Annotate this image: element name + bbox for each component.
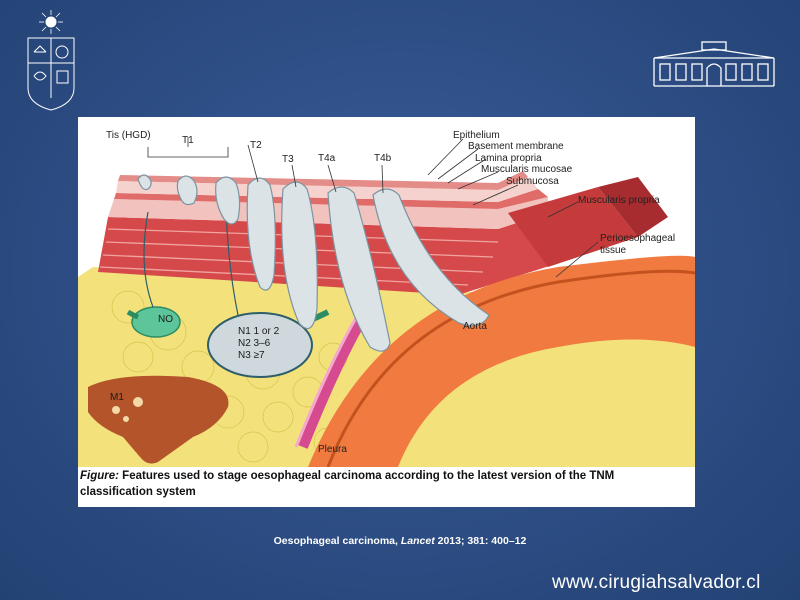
label-t1: T1	[182, 135, 194, 146]
node-n0	[131, 306, 181, 338]
label-m1: M1	[110, 392, 124, 403]
label-submucosa: Submucosa	[506, 176, 559, 187]
liver-shape	[88, 375, 229, 464]
hospital-building-logo	[652, 40, 776, 90]
label-periesophageal-1: Perioesophageal	[600, 233, 676, 244]
label-muscularis-propria: Muscularis propria	[578, 195, 660, 206]
label-n2: N2 3–6	[238, 338, 271, 349]
figure-caption: Figure: Features used to stage oesophage…	[80, 469, 690, 500]
tnm-staging-figure: Tis (HGD) T1 T2 T3 T4a T4b Epithelium Ba…	[78, 117, 695, 507]
aorta-shape	[308, 255, 695, 467]
epithelium-layer	[118, 171, 528, 190]
label-periesophageal-2: tissue	[600, 245, 627, 256]
label-epithelium: Epithelium	[453, 130, 500, 141]
node-n1-n3	[207, 312, 313, 378]
caption-lead: Figure:	[80, 470, 119, 482]
reference-journal: Lancet	[400, 535, 435, 547]
label-lamina-propria: Lamina propria	[475, 153, 542, 164]
tumour-group	[137, 174, 490, 352]
label-n0: NO	[158, 314, 173, 325]
label-tis: Tis (HGD)	[106, 130, 151, 141]
staging-illustration	[78, 137, 695, 467]
website-url: www.cirugiahsalvador.cl	[552, 572, 761, 593]
label-aorta: Aorta	[463, 321, 487, 332]
label-t2: T2	[250, 140, 262, 151]
label-muscularis-mucosae: Muscularis mucosae	[481, 164, 573, 175]
label-t3: T3	[282, 154, 294, 165]
label-pleura: Pleura	[318, 444, 347, 455]
label-t4a: T4a	[318, 153, 336, 164]
label-n1: N1 1 or 2	[238, 326, 280, 337]
lamina-propria-layer	[116, 177, 538, 202]
label-n3: N3 ≥7	[238, 350, 265, 361]
reference-title: Oesophageal carcinoma,	[273, 535, 401, 547]
caption-text: Features used to stage oesophageal carci…	[80, 470, 615, 498]
label-basement-membrane: Basement membrane	[468, 141, 564, 152]
reference-details: 2013; 381: 400–12	[434, 535, 527, 547]
reference-citation: Oesophageal carcinoma, Lancet 2013; 381:…	[0, 535, 800, 547]
label-t4b: T4b	[374, 153, 392, 164]
university-crest-logo	[22, 8, 80, 112]
